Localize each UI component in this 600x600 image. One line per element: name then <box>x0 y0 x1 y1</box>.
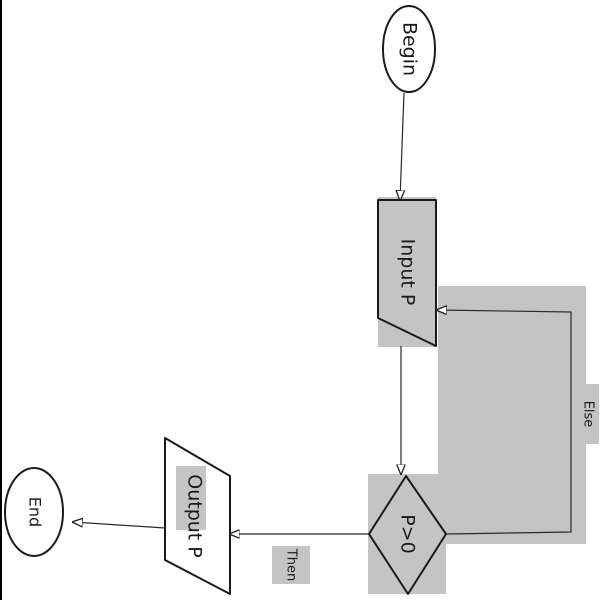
else-label-highlight <box>577 384 599 444</box>
then-label: Then <box>284 548 299 581</box>
else-loop-highlight <box>438 286 586 544</box>
output-parallelogram-shape <box>164 437 231 595</box>
begin-label: Begin <box>399 22 421 76</box>
decision-diamond-shape <box>368 475 447 595</box>
end-node: End <box>4 467 64 557</box>
input-label: Input P <box>397 239 419 306</box>
input-parallelogram-shape <box>377 199 437 347</box>
output-node: Output P <box>164 437 231 595</box>
edge-begin-to-input <box>400 92 404 200</box>
output-label: Output P <box>184 474 206 558</box>
decision-node: P>0 <box>368 475 447 595</box>
else-label: Else <box>581 401 596 428</box>
end-terminator-shape <box>4 467 64 557</box>
begin-terminator-shape <box>382 5 436 93</box>
then-label-highlight <box>272 546 310 584</box>
begin-node: Begin <box>382 5 436 93</box>
edge-output-to-end <box>73 522 166 529</box>
output-label-highlight <box>176 466 206 530</box>
decision-label: P>0 <box>397 514 419 553</box>
input-node: Input P <box>377 199 437 347</box>
end-label: End <box>26 497 45 527</box>
edge-else-loop <box>437 310 572 535</box>
